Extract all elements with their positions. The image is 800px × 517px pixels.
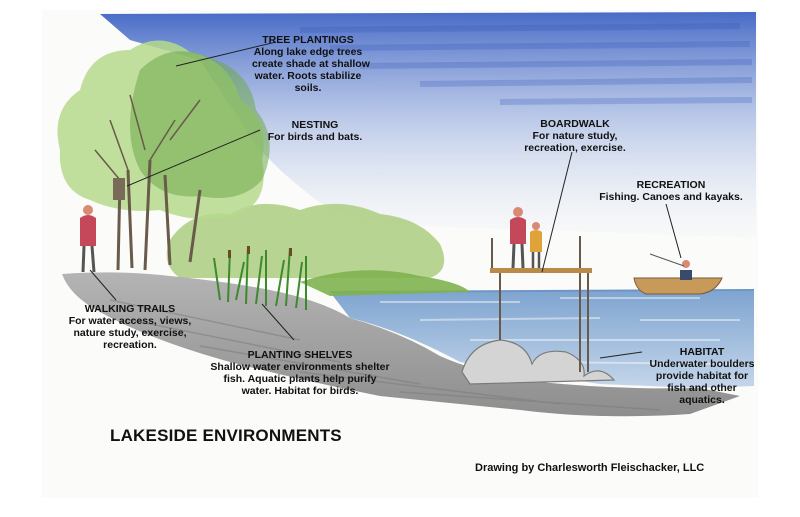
label-walking-trails: WALKING TRAILS For water access, views, … [60, 303, 200, 351]
label-line: aquatics. [679, 394, 725, 406]
label-heading: BOARDWALK [540, 118, 610, 130]
label-boardwalk: BOARDWALK For nature study, recreation, … [516, 118, 634, 154]
label-recreation: RECREATION Fishing. Canoes and kayaks. [592, 179, 750, 203]
label-line: Underwater boulders [649, 358, 755, 370]
label-line: soils. [294, 82, 322, 94]
sky [100, 12, 756, 238]
drawing-credit: Drawing by Charlesworth Fleischacker, LL… [475, 462, 705, 474]
boulders [461, 339, 616, 385]
label-line: create shade at shallow [252, 58, 370, 70]
water-ripples [380, 297, 741, 365]
diagram-title: LAKESIDE ENVIRONMENTS [110, 426, 342, 445]
distant-shrubs [166, 203, 445, 278]
leader-recreation [665, 203, 682, 259]
label-line: water. Roots stabilize [254, 70, 362, 82]
label-line: nature study, exercise, [73, 327, 187, 339]
leader-planting-shelves [261, 303, 295, 341]
cattails [228, 246, 292, 258]
label-heading: NESTING [291, 119, 339, 131]
boardwalk-deck [490, 268, 592, 273]
leader-boardwalk [541, 151, 573, 273]
leader-nesting [126, 129, 261, 187]
leader-walking-trails [89, 269, 117, 301]
label-line: recreation, exercise. [524, 142, 626, 154]
label-line: Along lake edge trees [253, 46, 363, 58]
label-planting-shelves: PLANTING SHELVES Shallow water environme… [208, 349, 392, 397]
label-line: fish. Aquatic plants help purify [223, 373, 377, 385]
sky-streaks [299, 23, 753, 105]
label-line: fish and other [667, 382, 737, 394]
label-line: provide habitat for [655, 370, 749, 382]
ground-hatching [109, 299, 661, 411]
tree-branches [94, 94, 201, 181]
label-heading: TREE PLANTINGS [262, 34, 354, 46]
label-nesting: NESTING For birds and bats. [254, 119, 376, 143]
aquatic-reeds [213, 245, 307, 310]
leader-lines [89, 41, 682, 359]
ground-bank [62, 272, 740, 417]
label-line: For water access, views, [68, 315, 192, 327]
label-habitat: HABITAT Underwater boulders provide habi… [646, 346, 758, 406]
leader-habitat [599, 351, 643, 359]
label-heading: HABITAT [679, 346, 725, 358]
tree-canopy-right [130, 51, 270, 198]
tree-trunks [116, 159, 202, 271]
leader-tree-plantings [175, 41, 277, 67]
label-line: Shallow water environments shelter [210, 361, 390, 373]
label-line: recreation. [103, 339, 157, 351]
label-line: water. Habitat for birds. [241, 385, 359, 397]
nesting-box [113, 178, 125, 200]
label-line: For birds and bats. [267, 131, 363, 143]
label-heading: WALKING TRAILS [84, 303, 176, 315]
walker-figure [80, 205, 96, 273]
label-tree-plantings: TREE PLANTINGS Along lake edge trees cre… [252, 34, 370, 94]
label-line: Fishing. Canoes and kayaks. [599, 191, 743, 203]
shoreline-grass [300, 270, 470, 296]
label-heading: RECREATION [636, 179, 706, 191]
label-line: For nature study, [532, 130, 618, 142]
label-heading: PLANTING SHELVES [247, 349, 353, 361]
fishing-boat [633, 253, 723, 295]
lake-water [330, 290, 754, 388]
boardwalk-figures [510, 207, 542, 269]
